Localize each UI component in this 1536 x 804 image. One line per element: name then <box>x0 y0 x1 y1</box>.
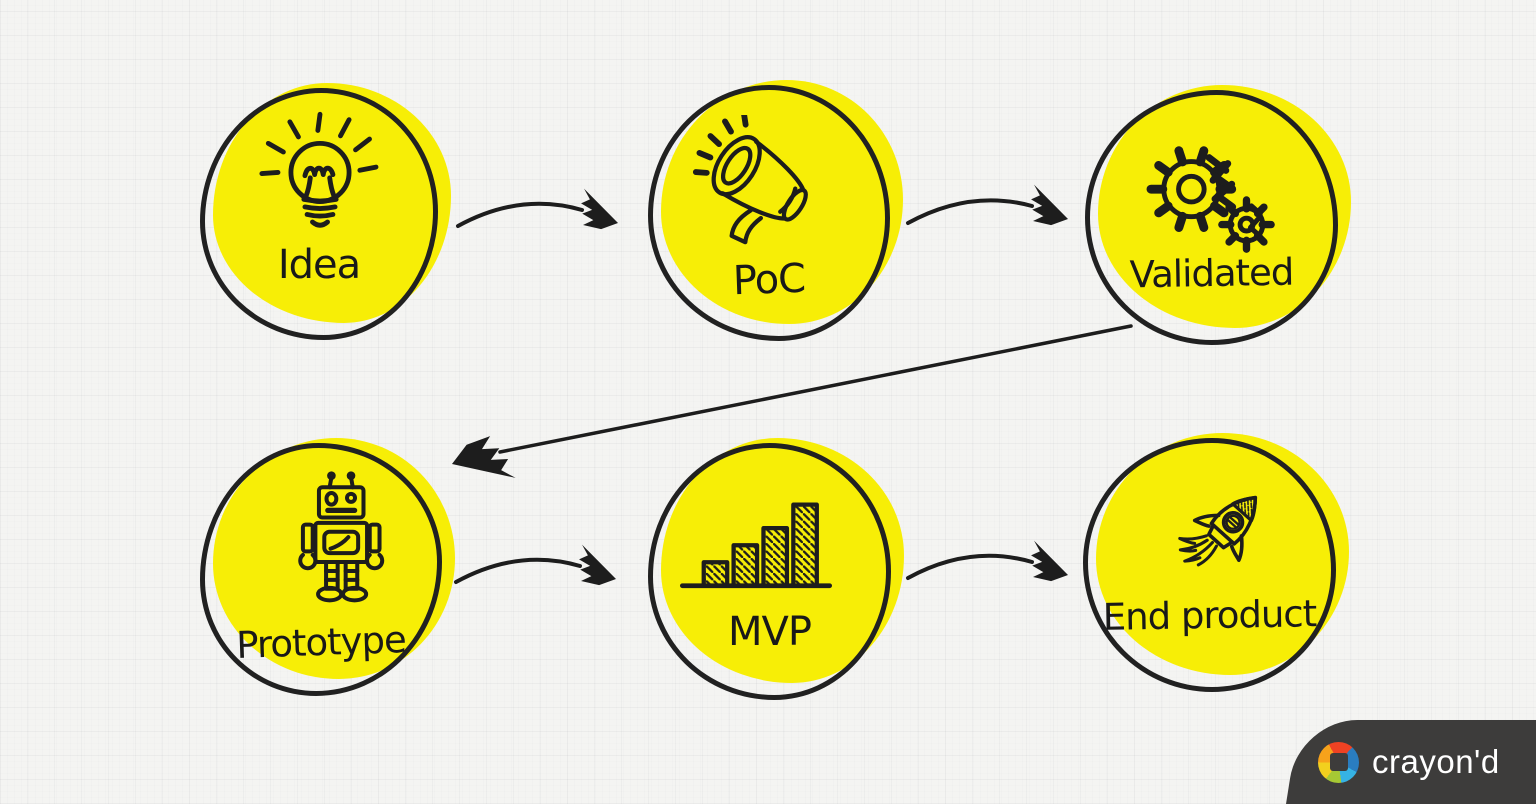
arrow-idea-to-poc <box>456 188 626 236</box>
node-outline <box>1085 90 1338 345</box>
flow-node-poc: PoC <box>648 80 903 341</box>
node-label: Prototype <box>235 618 407 667</box>
flow-node-idea: Idea <box>200 83 451 340</box>
node-label: End product <box>1102 592 1317 639</box>
robot-icon <box>294 471 392 605</box>
flow-node-mvp: MVP <box>648 438 904 700</box>
rocket-icon <box>1155 476 1281 602</box>
node-outline <box>200 443 442 696</box>
node-label: PoC <box>732 255 806 305</box>
crayond-logo-icon <box>1318 741 1359 783</box>
arrow-mvp-to-endproduct <box>906 540 1076 588</box>
flow-node-validated: Validated <box>1085 85 1351 345</box>
node-outline <box>1083 438 1336 692</box>
megaphone-icon <box>690 115 828 253</box>
gears-icon <box>1140 134 1288 262</box>
flow-node-prototype: Prototype <box>200 438 455 696</box>
brand-plate: crayon'd <box>1286 720 1536 804</box>
flow-node-end-product: End product <box>1083 433 1349 692</box>
brand-name: crayon'd <box>1372 743 1500 780</box>
node-label: Validated <box>1129 250 1294 297</box>
node-outline <box>648 443 891 700</box>
node-label: Idea <box>277 242 361 288</box>
node-label: MVP <box>728 609 812 655</box>
lightbulb-icon <box>250 110 390 250</box>
bar-chart-icon <box>676 483 836 601</box>
arrow-poc-to-validated <box>906 184 1076 232</box>
node-outline <box>200 88 438 340</box>
node-outline <box>648 85 890 341</box>
arrow-prototype-to-mvp <box>454 544 624 592</box>
